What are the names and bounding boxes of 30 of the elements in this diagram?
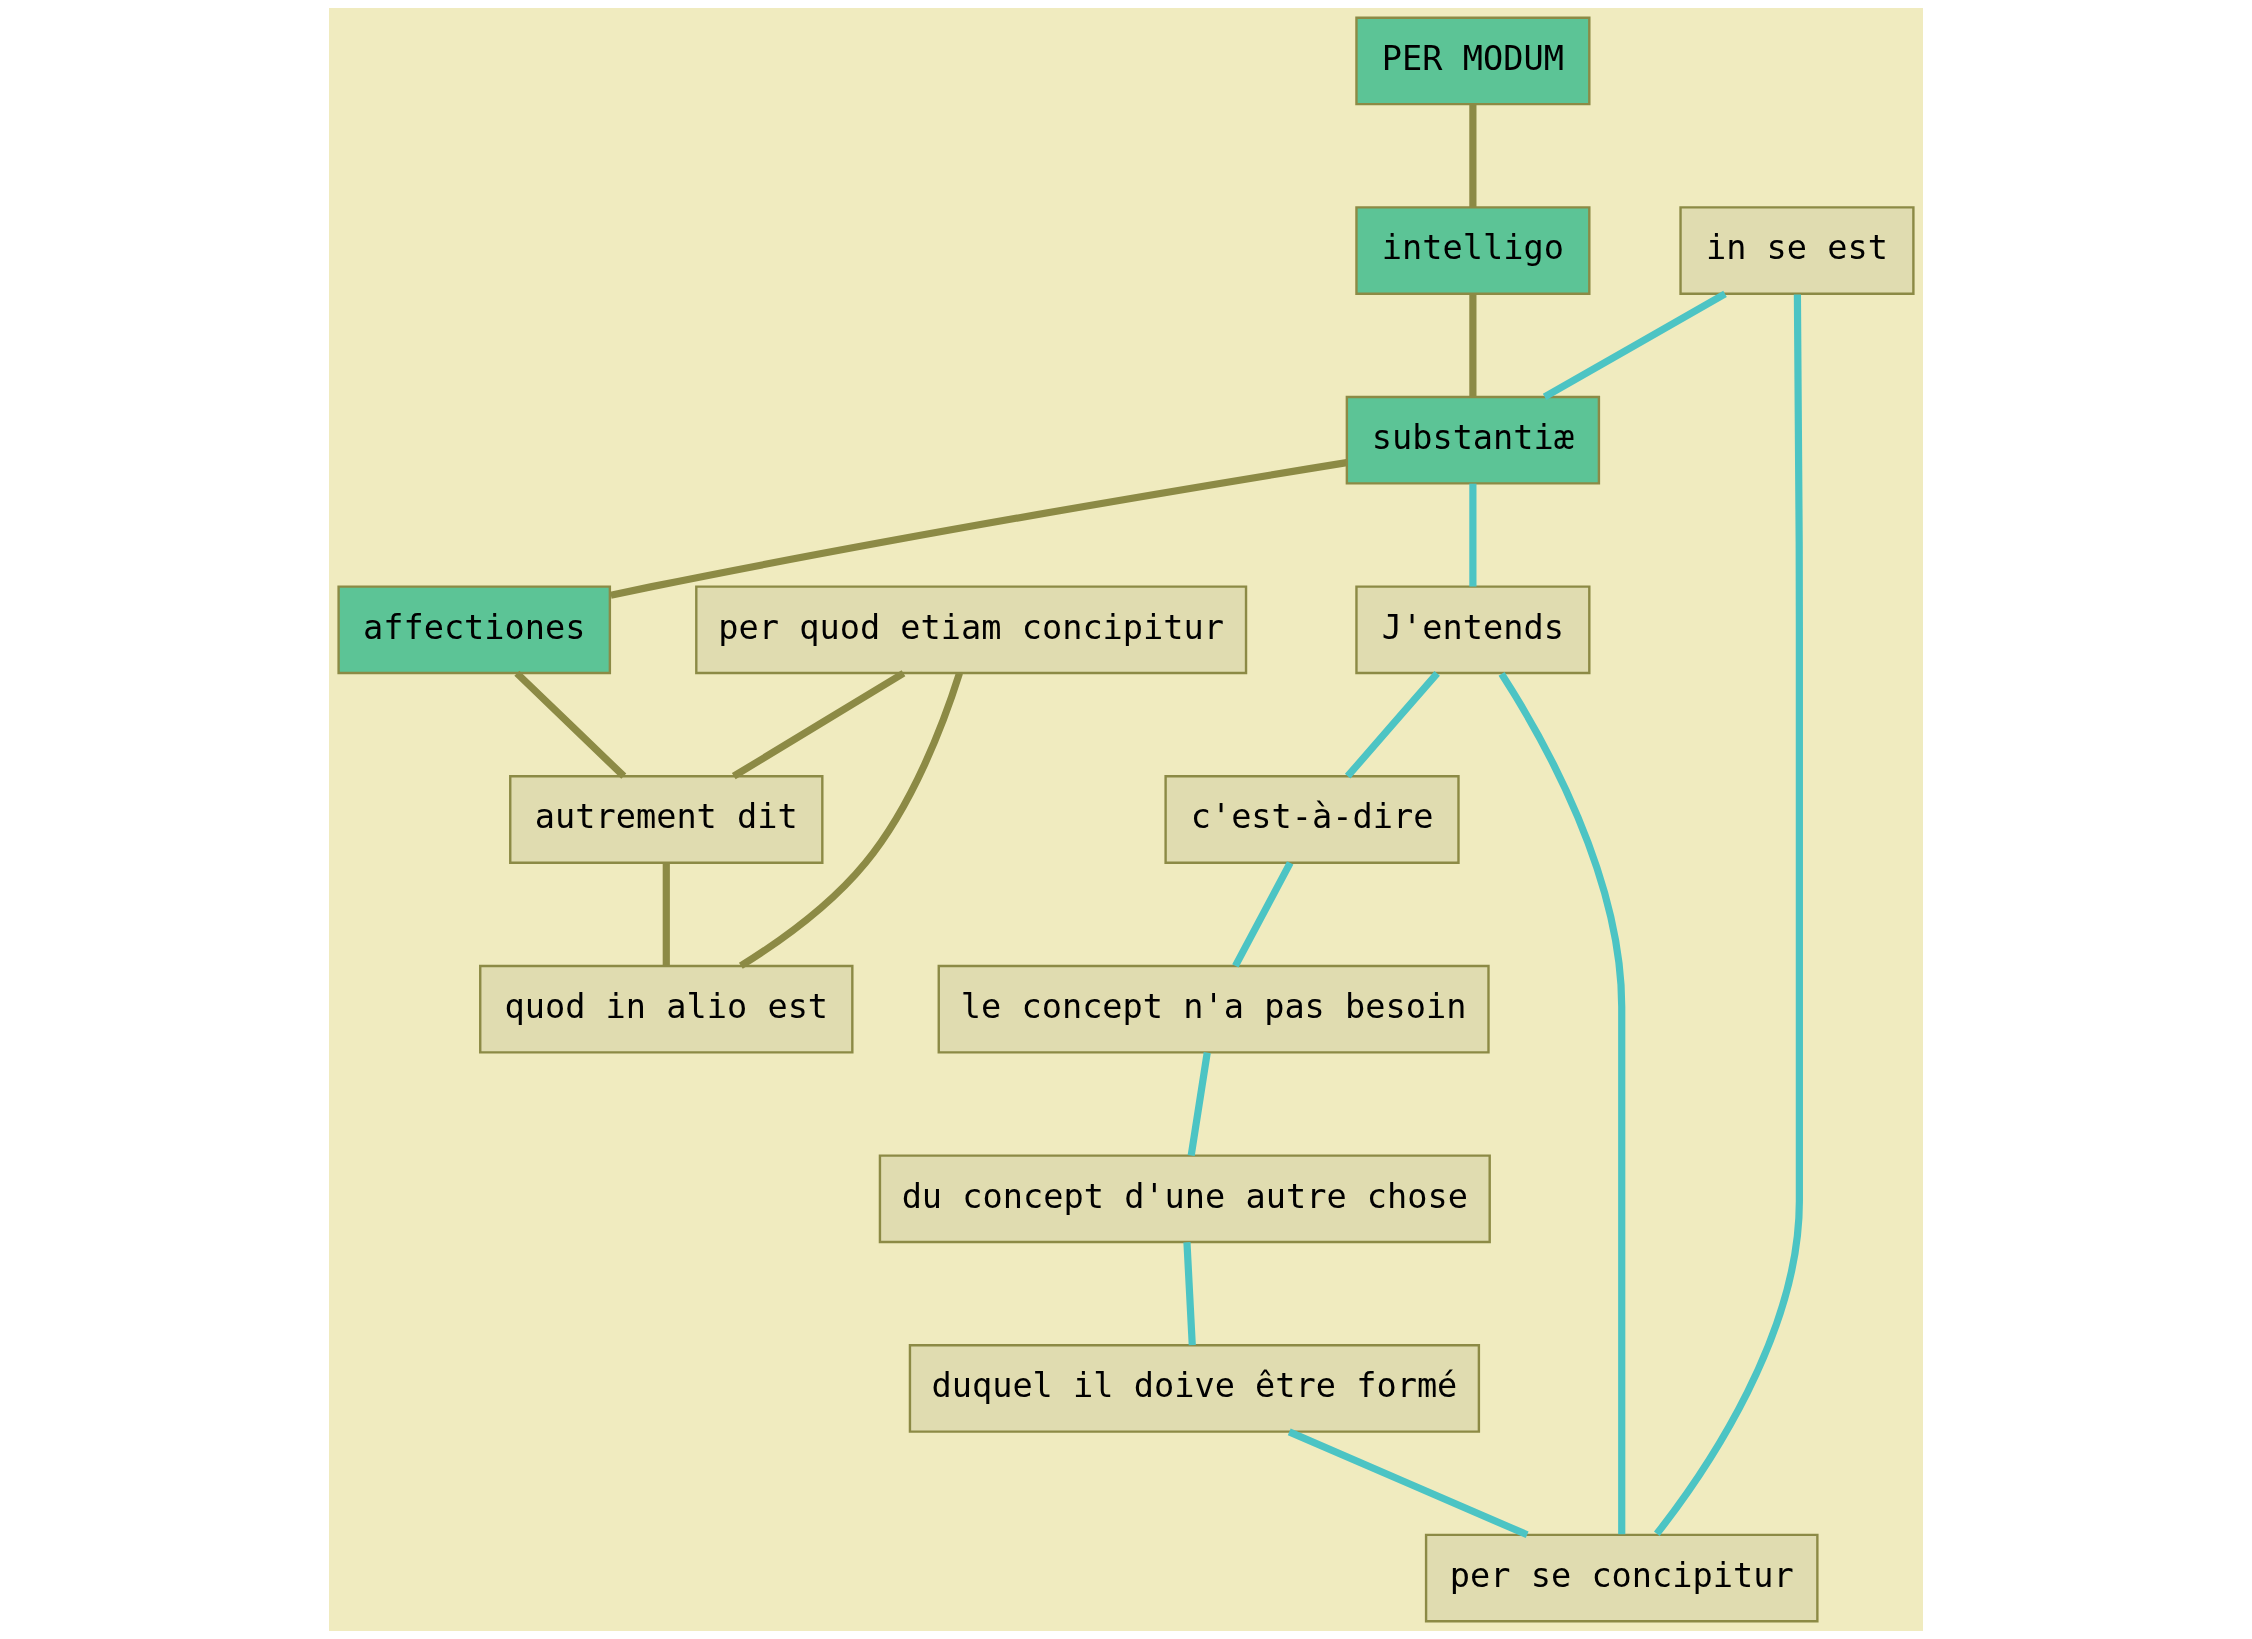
connector: [1232, 861, 1294, 968]
node-box: duquel il doive être formé: [908, 1344, 1481, 1433]
connector: [662, 862, 670, 966]
node-box: autrement dit: [509, 775, 824, 864]
node-box: intelligo: [1355, 206, 1591, 295]
connector: [1183, 1242, 1196, 1346]
node-box: PER MODUM: [1355, 16, 1591, 106]
node-box: J'entends: [1355, 585, 1591, 675]
connector: [1469, 294, 1477, 397]
node-box: per se concipitur: [1424, 1533, 1819, 1623]
connector: [1498, 671, 1626, 1535]
connector: [514, 670, 627, 779]
node-box: substantiæ: [1345, 395, 1601, 485]
connector: [738, 672, 963, 969]
connector: [1469, 483, 1477, 587]
connector: [1187, 1052, 1211, 1157]
node-box: in se est: [1679, 206, 1915, 295]
node-box: c'est-à-dire: [1164, 775, 1460, 864]
node-box: du concept d'une autre chose: [878, 1154, 1491, 1244]
connector: [731, 670, 906, 780]
connector: [1653, 294, 1803, 1536]
node-box: per quod etiam concipitur: [695, 585, 1248, 675]
connector: [1542, 290, 1727, 401]
connector: [610, 459, 1348, 599]
node-box: le concept n'a pas besoin: [937, 964, 1490, 1054]
node-box: quod in alio est: [479, 964, 854, 1054]
connector: [1344, 670, 1440, 779]
connector: [1287, 1428, 1529, 1539]
connector: [1469, 104, 1477, 208]
node-box: affectiones: [337, 585, 612, 675]
